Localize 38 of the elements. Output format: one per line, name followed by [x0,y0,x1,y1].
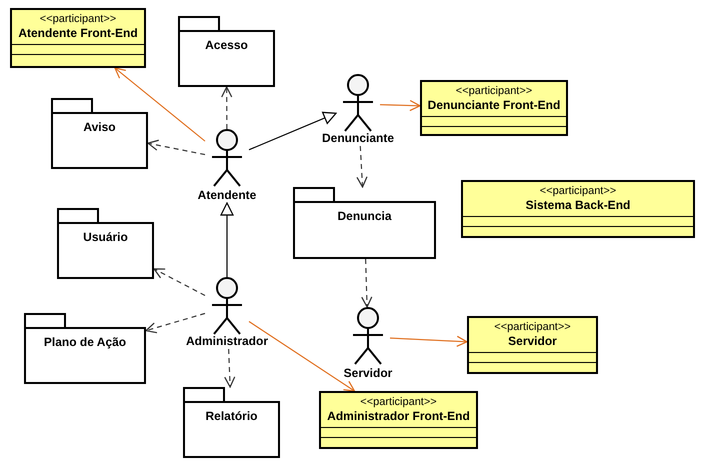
stereotype-label: <<participant>> [38,13,118,26]
generalization-arrow [248,112,337,150]
participant-class-box [319,391,478,449]
actor-name: Servidor [342,366,394,381]
class-name: Atendente Front-End [17,26,139,41]
participant-class-box [467,316,598,374]
class-name: Sistema Back-End [524,198,632,213]
stereotype-label: <<participant>> [493,321,572,334]
dependency-arrow [221,86,232,129]
class-name: Administrador Front-End [326,409,471,424]
class-name: Servidor [507,334,558,349]
dependency-arrow [224,348,236,388]
association-arrow [390,336,468,347]
generalization-arrow [220,202,234,277]
stereotype-label: <<participant>> [454,85,534,98]
dependency-arrow [356,146,368,188]
dependency-arrow [153,268,206,296]
dependency-arrow [147,140,206,156]
package-name: Denuncia [336,209,393,223]
participant-class-box [10,8,146,68]
actor-name: Atendente [196,188,258,203]
association-arrow [114,67,206,142]
package-name: Relatório [204,409,258,423]
participant-class-box [461,180,695,238]
class-name: Denunciante Front-End [426,98,562,113]
package-name: Plano de Ação [42,335,128,349]
participant-class-box [420,80,568,136]
association-arrow [248,321,356,392]
actor-name: Denunciante [320,131,395,146]
package-name: Usuário [82,230,129,244]
package-name: Aviso [82,120,117,134]
dependency-arrow [145,312,206,334]
stereotype-label: <<participant>> [538,185,618,198]
association-arrow [380,100,421,112]
actor-name: Administrador [184,334,269,349]
dependency-arrow [361,258,372,308]
stereotype-label: <<participant>> [359,396,438,409]
package-name: Acesso [204,38,249,52]
